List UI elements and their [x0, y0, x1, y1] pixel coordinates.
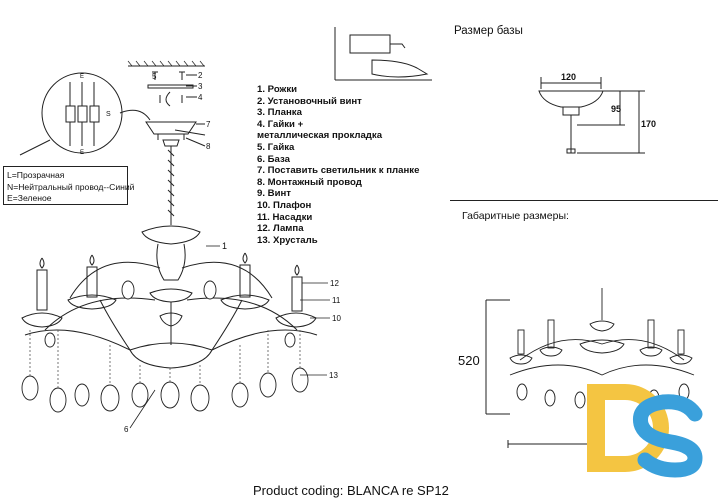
callout-4: 4	[198, 93, 203, 102]
candle-right-inner	[220, 252, 270, 310]
callout-3: 3	[198, 82, 203, 91]
wiring-legend: L=Прозрачная N=Нейтральный провод--Синий…	[3, 166, 135, 205]
base-size-drawing: 120 95 170	[538, 72, 656, 154]
section-divider	[450, 200, 718, 201]
product-coding: Product coding: BLANCA re SP12	[253, 483, 449, 498]
parts-list-item: 7. Поставить светильник к планке	[257, 165, 420, 177]
crystal-drops	[21, 280, 309, 413]
parts-list-item: металлическая прокладка	[257, 130, 383, 142]
parts-list-item: 8. Монтажный провод	[257, 176, 362, 188]
parts-list-item: 2. Установочный винт	[257, 95, 362, 107]
wiring-legend-line: E=Зеленое	[7, 193, 52, 203]
base-height-label: 95	[611, 104, 621, 114]
callout-13: 13	[329, 371, 338, 380]
callout-2: 2	[198, 71, 203, 80]
callout-6: 6	[124, 425, 129, 434]
callout-8: 8	[206, 142, 211, 151]
installation-hand-sketch	[334, 27, 432, 81]
candle-left-inner	[67, 254, 117, 310]
terminal-letter-bottom: E	[80, 150, 84, 156]
ceiling-mount	[127, 60, 206, 147]
wiring-legend-line: N=Нейтральный провод--Синий	[7, 181, 135, 192]
candle-right-outer	[275, 264, 317, 328]
chandelier-assembly-drawing: 5 2 3 4 7 8 E E S	[19, 27, 432, 434]
callout-11: 11	[332, 296, 341, 305]
parts-list-item: 6. База	[257, 153, 290, 165]
parts-list-item: 13. Хрусталь	[257, 234, 318, 246]
base-total-label: 170	[641, 119, 656, 129]
crystal-strands	[29, 330, 301, 388]
base-width-label: 120	[561, 72, 576, 82]
candle-left-outer	[21, 257, 63, 328]
parts-list-item: 12. Лампа	[257, 223, 304, 235]
parts-list-item: 10. Плафон	[257, 199, 312, 211]
terminal-block-detail	[19, 72, 151, 156]
chain	[167, 146, 175, 225]
parts-list-item: 4. Гайки +	[257, 118, 304, 130]
callout-10: 10	[332, 314, 341, 323]
callout-screw-left: 5	[152, 72, 157, 81]
parts-list-item: 1. Рожки	[257, 84, 298, 95]
parts-list-item: 3. Планка	[257, 107, 302, 119]
logo-letter-s	[633, 394, 703, 478]
parts-list-item: 11. Насадки	[257, 211, 313, 223]
base-size-title: Размер базы	[454, 25, 523, 37]
overall-height-label: 520	[458, 353, 480, 368]
ds-logo	[587, 384, 703, 478]
parts-list: 1. Рожки 2. Установочный винт 3. Планка …	[257, 84, 419, 246]
terminal-letter-s: S	[106, 111, 111, 118]
terminal-letter-top: E	[80, 74, 84, 80]
overall-dimensions-title: Габаритные размеры:	[462, 210, 569, 222]
wiring-legend-line: L=Прозрачная	[7, 170, 65, 180]
chandelier-body	[24, 225, 318, 369]
callout-1: 1	[222, 241, 227, 251]
callout-12: 12	[330, 279, 339, 288]
parts-list-item: 9. Винт	[257, 188, 291, 200]
callout-leaders-right	[129, 245, 330, 429]
callout-7: 7	[206, 120, 211, 129]
parts-list-item: 5. Гайка	[257, 141, 295, 153]
